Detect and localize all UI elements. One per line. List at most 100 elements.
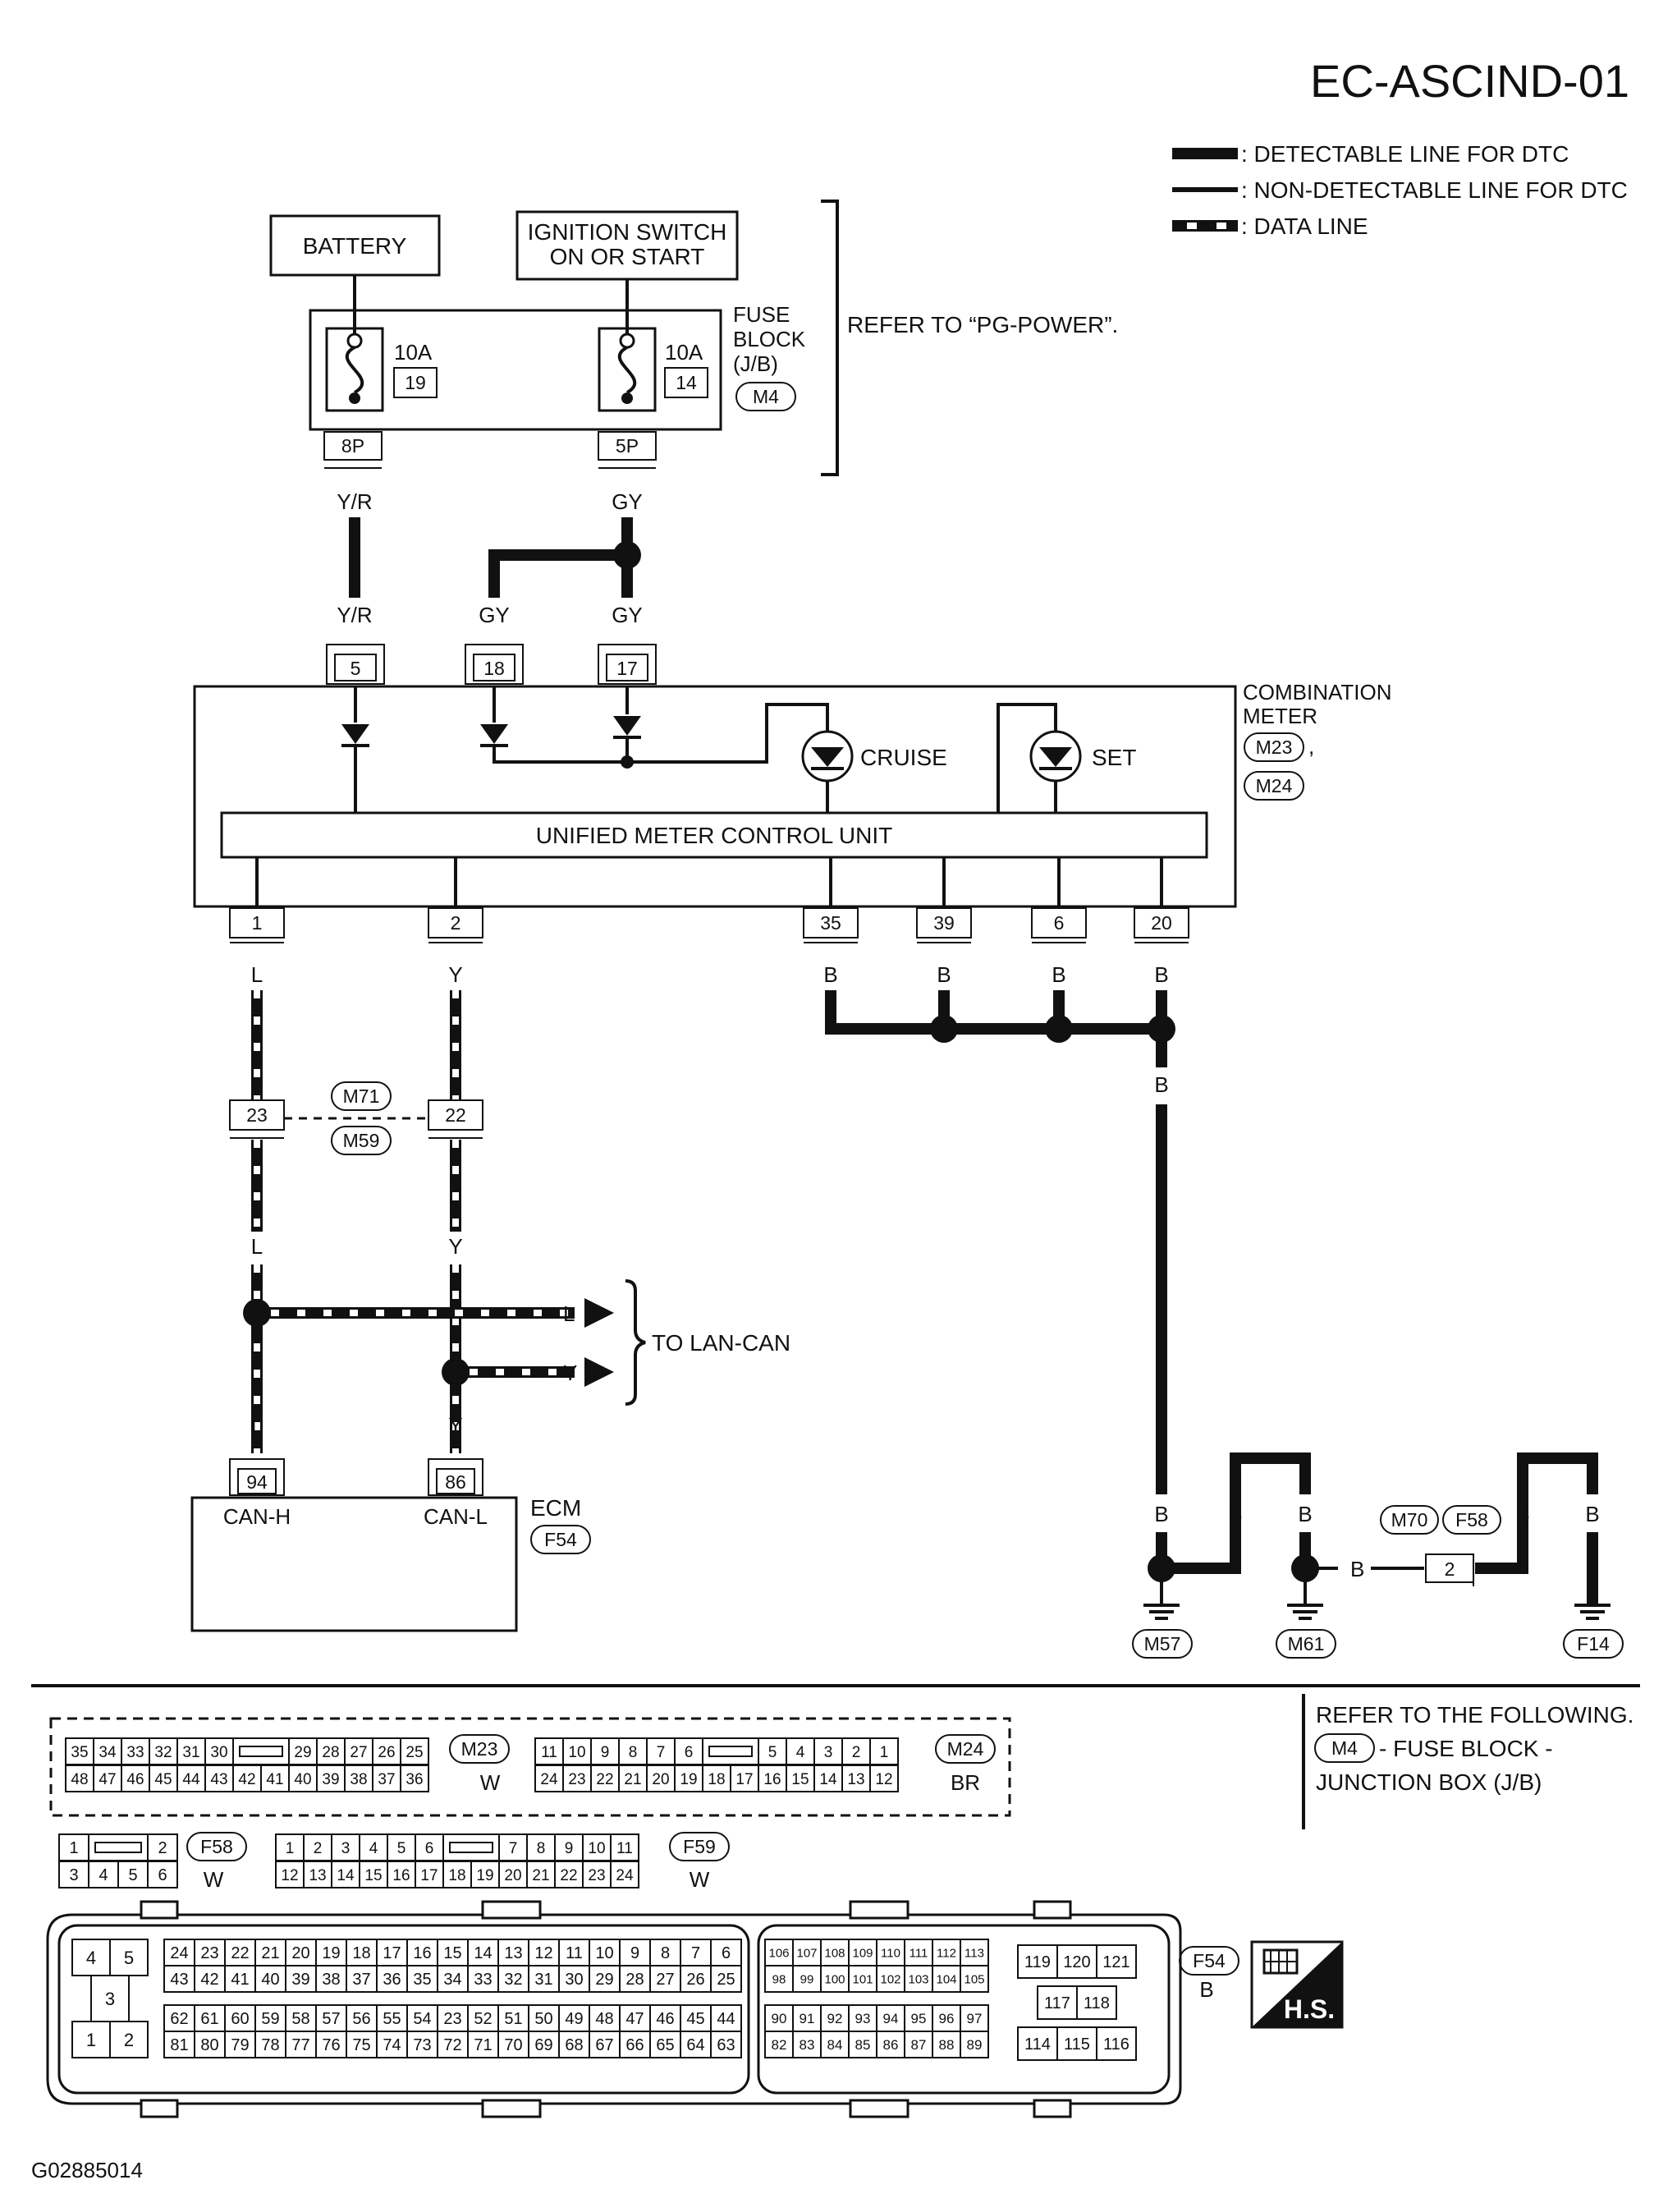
pin-cell: 43 (210, 1771, 227, 1788)
lan-can-brace (625, 1279, 646, 1406)
pin-cell: 35 (71, 1744, 88, 1761)
pin-cell: 116 (1103, 2035, 1129, 2054)
pin-cell: 102 (880, 1972, 900, 1986)
meter-pin-2: 2 (451, 912, 461, 934)
pin-cell: 30 (565, 1971, 583, 1989)
inline-connector-m70: M70 (1391, 1509, 1428, 1531)
wire-color-b-main: B (1154, 1072, 1168, 1097)
lan-can-label: TO LAN-CAN (652, 1330, 790, 1356)
ground-f14: F14 (1577, 1633, 1610, 1654)
ecm-pin-94: 94 (246, 1471, 268, 1493)
wire-color-b-f58: B (1515, 1502, 1529, 1526)
pin-cell: 16 (763, 1771, 781, 1788)
pin-cell: 11 (616, 1840, 633, 1857)
pin-cell: 56 (352, 2010, 370, 2028)
pin-cell: 12 (534, 1944, 552, 1962)
pin-cell: 67 (595, 2036, 613, 2054)
pin-cell: 16 (392, 1867, 410, 1884)
joint-connector-m59: M59 (343, 1130, 380, 1151)
pin-cell: 55 (383, 2010, 401, 2028)
pin-cell: 39 (291, 1971, 309, 1989)
pin-cell: 2 (314, 1840, 323, 1857)
splice-ground-6 (1045, 1015, 1073, 1043)
joint-pin-22: 22 (445, 1104, 466, 1126)
pin-cell: 22 (596, 1771, 613, 1788)
pin-cell: 50 (534, 2010, 552, 2028)
pin-cell: 113 (965, 1946, 984, 1960)
unified-meter-control-unit (220, 811, 1208, 859)
wire-color-b-20: B (1154, 962, 1168, 987)
inline-connector-pin: 2 (1445, 1558, 1455, 1580)
unified-meter-control-unit-label: UNIFIED METER CONTROL UNIT (536, 823, 893, 848)
pin-cell: 48 (71, 1771, 88, 1788)
pin-cell: 6 (425, 1840, 434, 1857)
pin-cell: 41 (231, 1971, 249, 1989)
pin-cell: 2 (124, 2030, 134, 2050)
pin-cell: 23 (443, 2010, 461, 2028)
wire-color-b-link: B (1228, 1502, 1242, 1526)
pin-cell: 29 (595, 1971, 613, 1989)
combination-meter-box (193, 685, 1237, 908)
meter-pin-39: 39 (933, 912, 955, 934)
connector-view-f54-name: F54 (1193, 1950, 1226, 1971)
pin-cell: 33 (126, 1744, 144, 1761)
refer-fuse-block: - FUSE BLOCK - (1379, 1736, 1553, 1761)
pin-cell: 1 (69, 1839, 78, 1857)
pin-cell: 69 (534, 2036, 552, 2054)
pin-cell: 62 (170, 2010, 188, 2028)
pin-cell: 71 (474, 2036, 492, 2054)
hs-badge-label: H.S. (1284, 1994, 1335, 2024)
ecm-can-h: CAN-H (223, 1504, 291, 1529)
connector-view-m23-name: M23 (461, 1738, 498, 1760)
wire-color-y-1: Y (448, 962, 462, 987)
pin-cell: 89 (967, 2037, 983, 2053)
pin-cell: 43 (170, 1971, 188, 1989)
pin-cell: 42 (200, 1971, 218, 1989)
pin-cell: 9 (601, 1744, 610, 1761)
pin-cell: 32 (504, 1971, 522, 1989)
pin-cell: 8 (629, 1744, 638, 1761)
wire-color-b-6: B (1052, 962, 1065, 987)
meter-connector-comma: , (1308, 734, 1314, 759)
pin-cell: 52 (474, 2010, 492, 2028)
pin-cell: 28 (625, 1971, 644, 1989)
fuse-block-label-1: FUSE (733, 302, 790, 327)
pin-cell: 15 (364, 1867, 382, 1884)
pin-cell: 13 (309, 1867, 326, 1884)
meter-output-pins: 1 2 35 39 6 20 (229, 907, 1189, 943)
legend: : DETECTABLE LINE FOR DTC : NON-DETECTAB… (1172, 141, 1628, 239)
pin-cell: 17 (735, 1771, 753, 1788)
cruise-indicator (801, 730, 854, 782)
pin-cell: 59 (261, 2010, 279, 2028)
pin-cell: 38 (322, 1971, 340, 1989)
wire-gy-18 (488, 549, 627, 598)
pin-cell: 74 (383, 2036, 401, 2054)
pin-cell: 1 (880, 1744, 889, 1761)
terminal-5p: 5P (616, 435, 639, 457)
pin-cell: 34 (443, 1971, 461, 1989)
pin-cell: 104 (936, 1972, 956, 1986)
hs-badge: H.S. (1250, 1940, 1344, 2029)
pin-cell: 20 (652, 1771, 669, 1788)
pin-cell: 20 (504, 1867, 521, 1884)
pin-cell: 121 (1102, 1953, 1129, 1971)
pin-cell: 22 (231, 1944, 249, 1962)
pin-cell: 31 (182, 1744, 199, 1761)
fuse-block-label-3: (J/B) (733, 351, 778, 376)
lan-wire-color-l: L (563, 1301, 575, 1326)
pin-cell: 90 (772, 2011, 787, 2026)
pin-cell: 110 (881, 1946, 900, 1960)
pin-cell: 3 (105, 1989, 115, 2009)
pin-cell: 31 (534, 1971, 552, 1989)
meter-connector-m24: M24 (1256, 775, 1293, 796)
pin-cell: 5 (397, 1840, 406, 1857)
joint-connector: 23 22 M71 M59 (229, 1081, 483, 1155)
pin-cell: 39 (322, 1771, 339, 1788)
pin-cell: 47 (625, 2010, 644, 2028)
pin-cell: 54 (413, 2010, 431, 2028)
pin-cell: 9 (630, 1944, 639, 1962)
cruise-label: CRUISE (860, 745, 947, 770)
connector-view-f54-color: B (1199, 1977, 1213, 2002)
pin-cell: 48 (595, 2010, 613, 2028)
